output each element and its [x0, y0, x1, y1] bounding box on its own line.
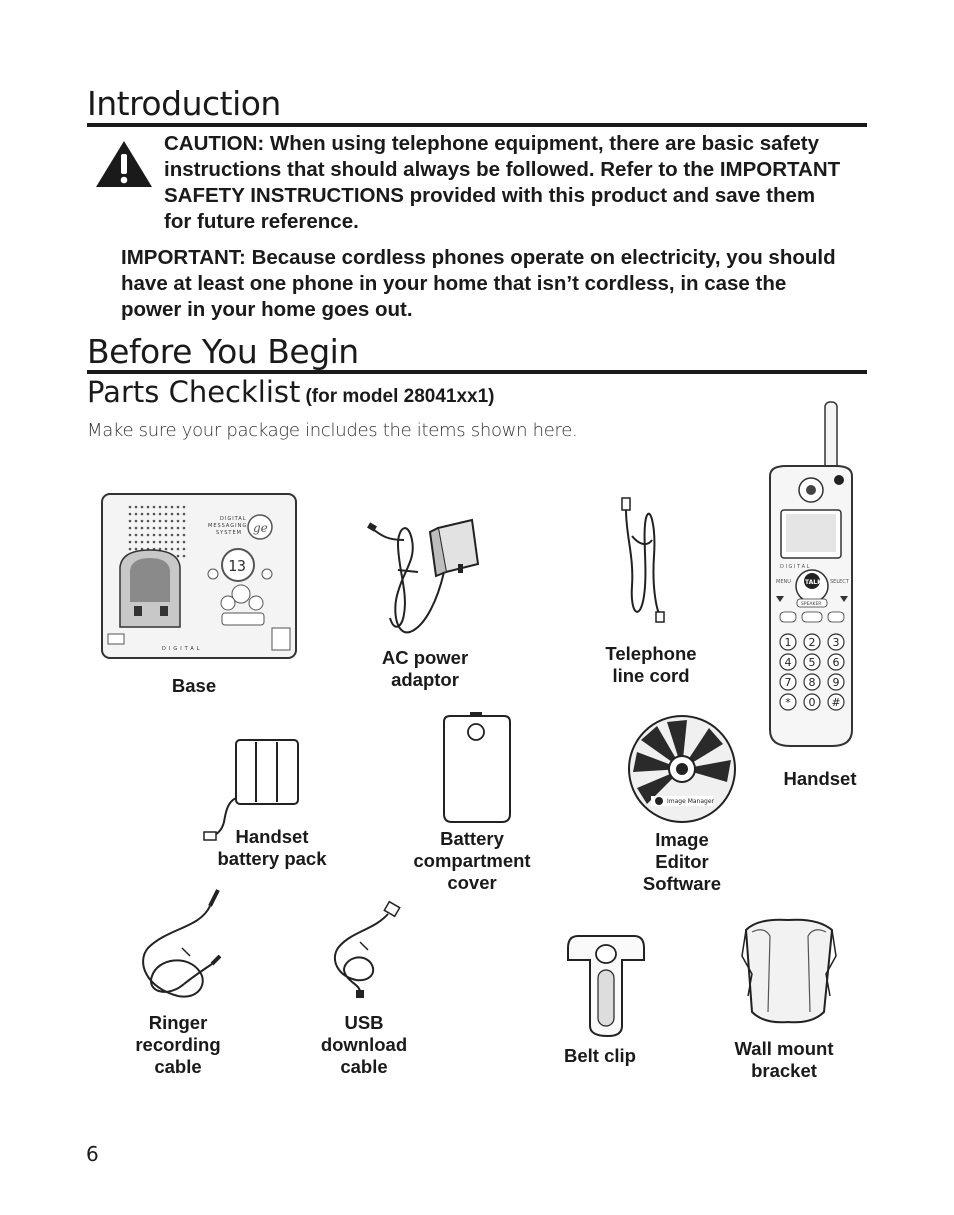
- handset-key-label: *: [785, 696, 791, 709]
- handset-digital-text: D I G I T A L: [780, 564, 810, 570]
- handset-key-label: 2: [809, 636, 816, 649]
- svg-text:ge: ge: [253, 521, 268, 535]
- handset-select-text: SELECT: [830, 579, 850, 585]
- handset-key-circle: [803, 653, 821, 671]
- software-label: Image Editor Software: [642, 829, 722, 894]
- wall-bracket-image: [741, 918, 837, 1024]
- battery-cover-label: Battery compartment cover: [413, 828, 531, 893]
- handset-key-label: 5: [809, 656, 816, 669]
- handset-speaker-text: SPEAKER: [801, 601, 821, 607]
- svg-text:MESSAGING: MESSAGING: [208, 523, 247, 529]
- handset-key-circle: [827, 653, 845, 671]
- ac-adaptor-label: AC power adaptor: [381, 647, 469, 690]
- base-image: DIGITAL MESSAGING SYSTEM ge 13 DIGITAL: [101, 493, 297, 659]
- handset-image: D I G I T A L MENU SELECT TALK SPEAKER 1…: [769, 401, 853, 747]
- battery-pack-image: [203, 739, 299, 841]
- base-label: Base: [171, 675, 217, 696]
- belt-clip-label: Belt clip: [564, 1045, 636, 1066]
- parts-model: (for model 28041xx1): [305, 386, 495, 407]
- handset-key-circle: [827, 693, 845, 711]
- handset-menu-text: MENU: [776, 579, 791, 585]
- ringer-cable-image: [142, 889, 222, 998]
- page-number: 6: [86, 1142, 99, 1166]
- instruction-line: Make sure your package includes the item…: [87, 420, 578, 441]
- intro-heading: Introduction: [87, 84, 281, 123]
- handset-key-circle: [779, 673, 797, 691]
- handset-key-label: 3: [833, 636, 840, 649]
- handset-key-label: 1: [785, 636, 792, 649]
- software-cd-image: Image Manager: [628, 715, 736, 823]
- handset-key-circle: [803, 693, 821, 711]
- handset-key-circle: [779, 693, 797, 711]
- handset-key-label: 7: [785, 676, 792, 689]
- caution-text: CAUTION: When using telephone equipment,…: [164, 132, 841, 233]
- handset-label: Handset: [783, 768, 857, 789]
- svg-text:DIGITAL: DIGITAL: [162, 646, 203, 652]
- handset-key-circle: [779, 653, 797, 671]
- svg-text:13: 13: [228, 557, 246, 575]
- before-rule: [87, 370, 867, 374]
- svg-text:SYSTEM: SYSTEM: [216, 530, 242, 536]
- handset-key-label: 6: [833, 656, 840, 669]
- line-cord-image: [621, 497, 665, 623]
- handset-key-label: #: [831, 696, 840, 709]
- ringer-cable-label: Ringer recording cable: [135, 1012, 221, 1077]
- belt-clip-image: [567, 935, 645, 1038]
- important-text: IMPORTANT: Because cordless phones opera…: [121, 246, 836, 321]
- handset-key-label: 9: [833, 676, 840, 689]
- intro-rule: [87, 123, 867, 127]
- parts-checklist-heading: Parts Checklist (for model 28041xx1): [87, 378, 495, 408]
- handset-key-circle: [827, 633, 845, 651]
- handset-key-circle: [803, 673, 821, 691]
- wall-bracket-label: Wall mount bracket: [734, 1038, 834, 1081]
- handset-talk-text: TALK: [805, 579, 822, 586]
- handset-keypad: 1 2 3 4 5 6 7 8 9 * 0 #: [779, 633, 845, 711]
- handset-key-circle: [779, 633, 797, 651]
- handset-key-label: 4: [785, 656, 792, 669]
- svg-text:DIGITAL: DIGITAL: [220, 516, 247, 522]
- usb-cable-image: [333, 900, 401, 998]
- usb-cable-label: USB download cable: [320, 1012, 408, 1077]
- cd-label-text: Image Manager: [667, 798, 715, 805]
- before-heading: Before You Begin: [87, 332, 359, 371]
- battery-pack-label: Handset battery pack: [217, 826, 327, 869]
- ac-adaptor-image: [367, 518, 480, 634]
- warning-icon: [96, 141, 152, 187]
- battery-cover-image: [443, 712, 511, 823]
- handset-key-circle: [803, 633, 821, 651]
- parts-title: Parts Checklist: [87, 375, 301, 409]
- handset-key-label: 8: [809, 676, 816, 689]
- handset-key-circle: [827, 673, 845, 691]
- line-cord-label: Telephone line cord: [605, 643, 697, 686]
- handset-key-label: 0: [809, 696, 816, 709]
